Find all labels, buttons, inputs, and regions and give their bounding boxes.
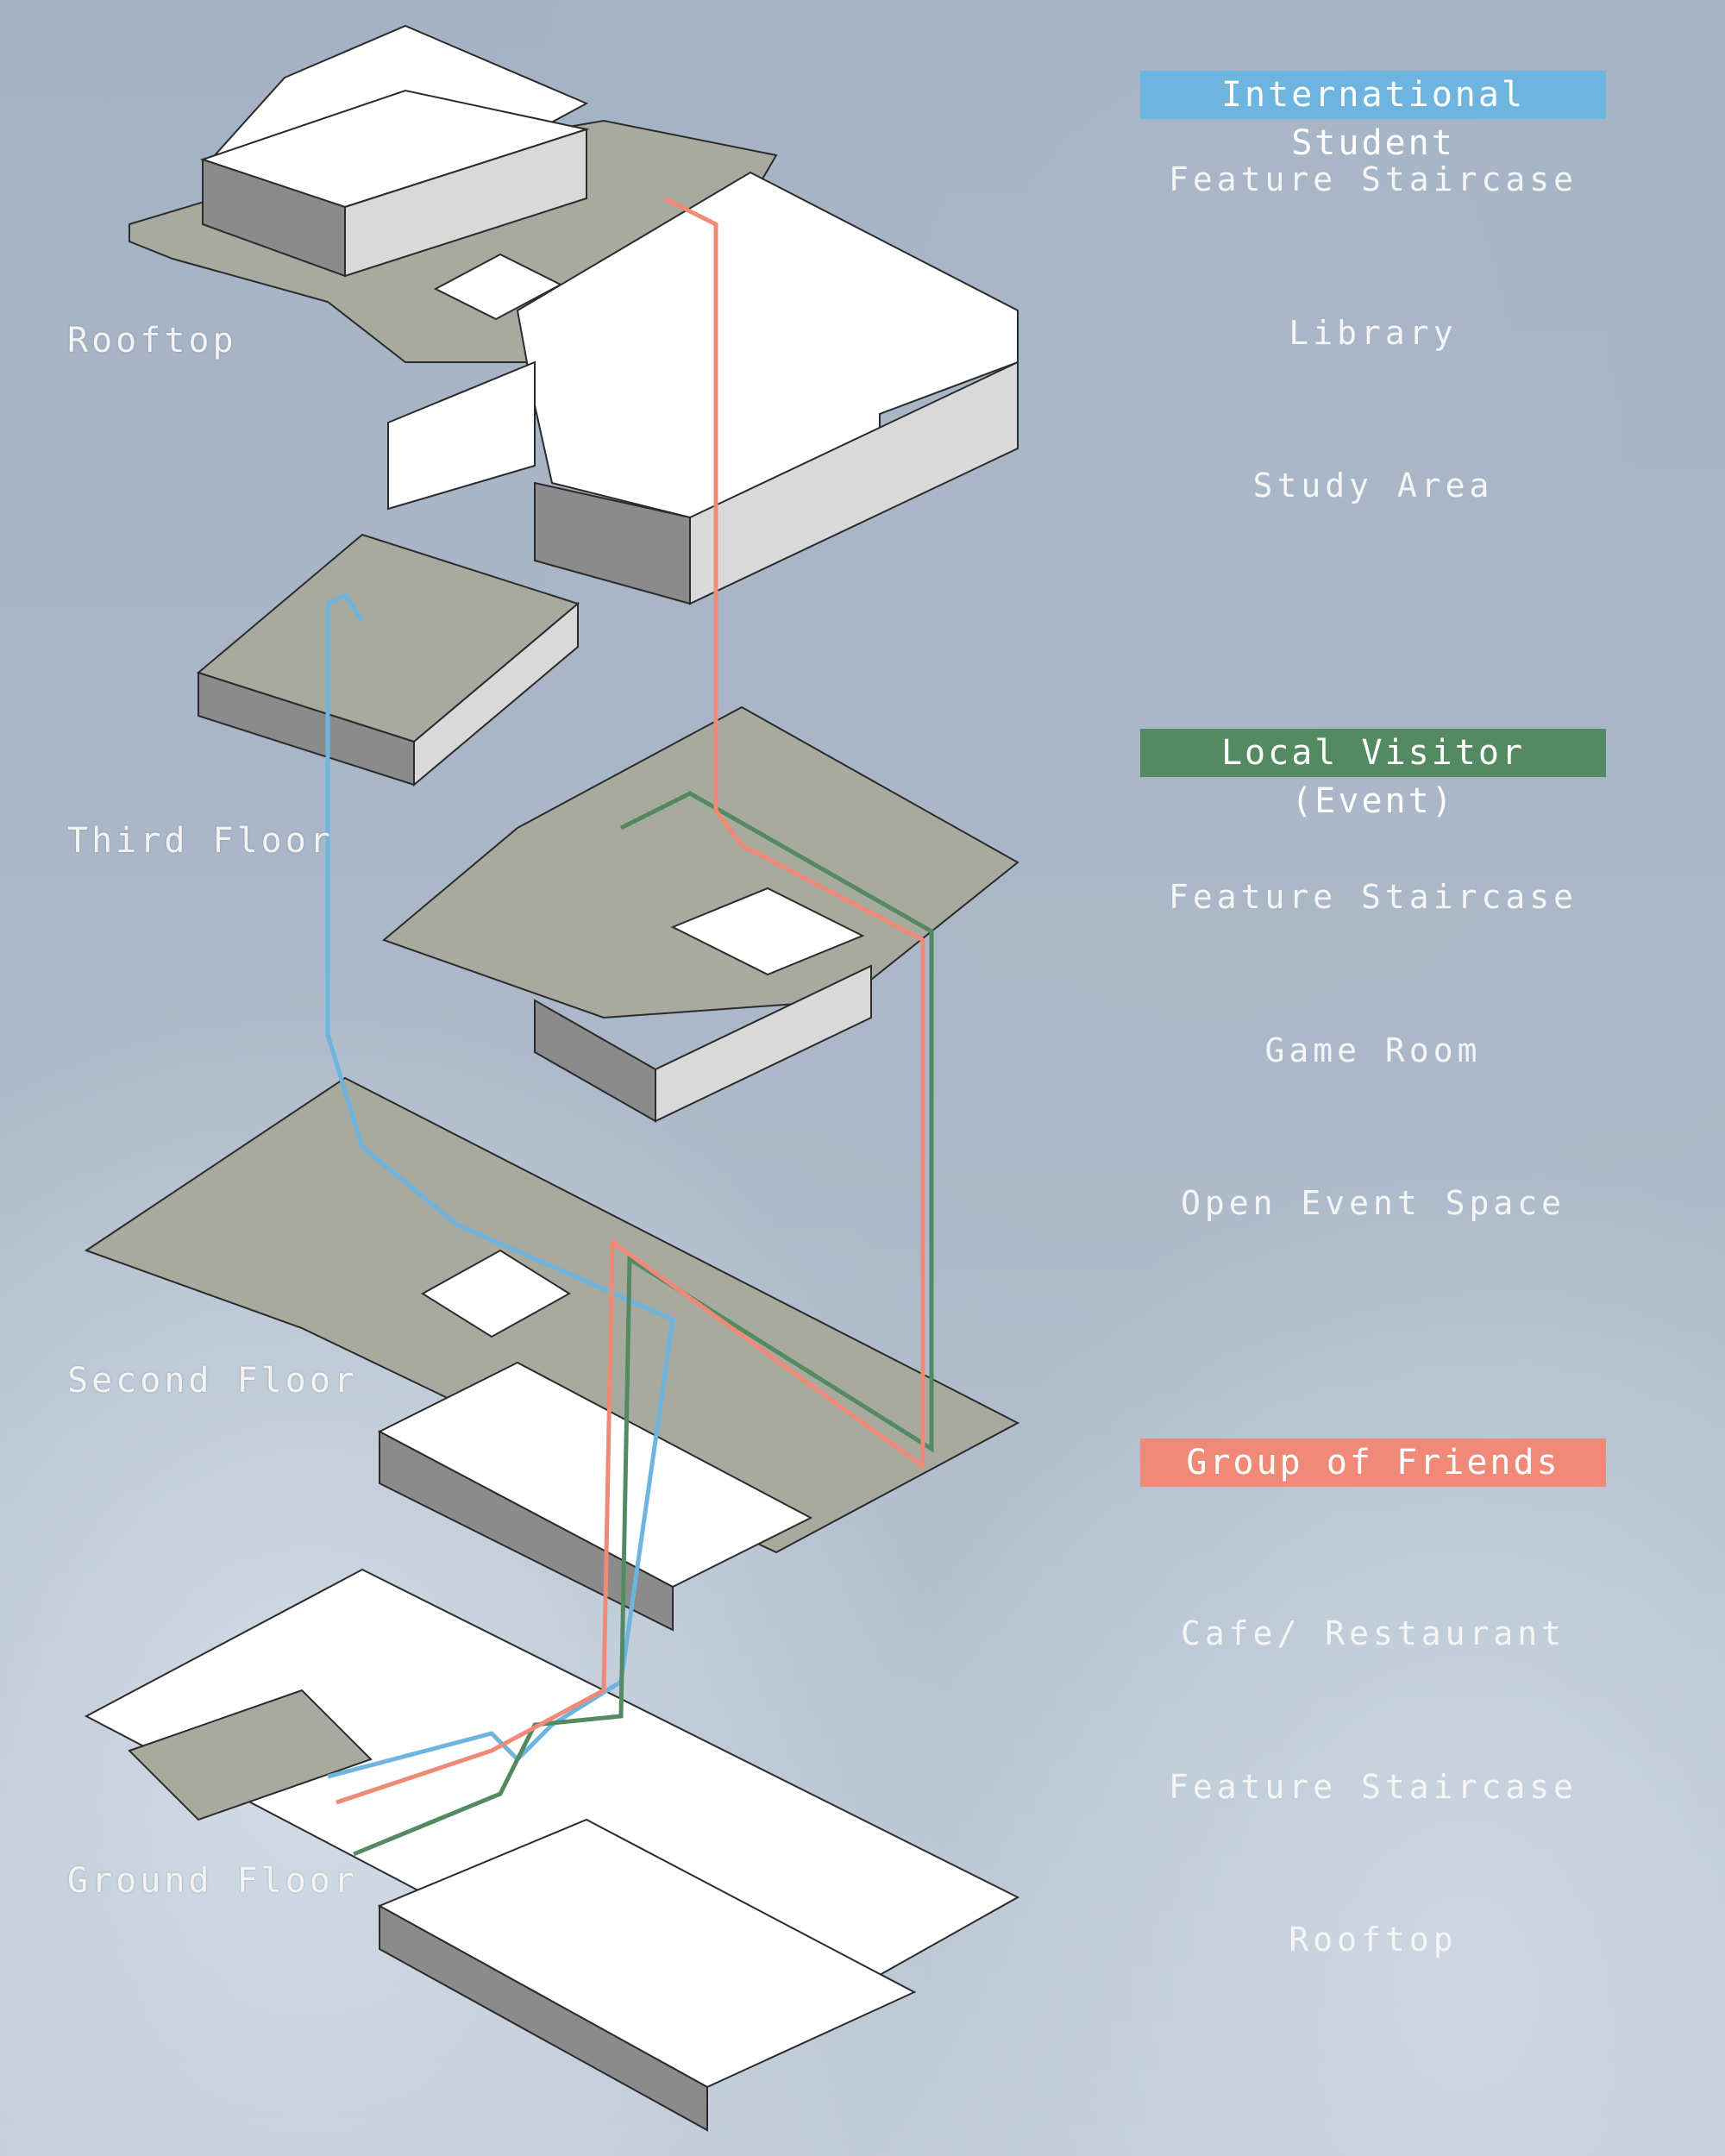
floor-label-ground-floor: Ground Floor — [67, 1861, 358, 1901]
third-floor-east-facade-right — [655, 964, 872, 1123]
rooftop-ramp — [387, 360, 536, 511]
ground-floor-level — [84, 1568, 1020, 2132]
route-stop: Study Area — [1252, 467, 1494, 505]
second-floor-level — [84, 1076, 1020, 1632]
floor-label-rooftop: Rooftop — [67, 321, 237, 360]
rooftop-small-block-facade-2 — [344, 128, 587, 278]
floor-label-second-floor: Second Floor — [67, 1361, 358, 1401]
second-floor-lower-facade — [379, 1430, 674, 1632]
ground-floor-terrace — [128, 1689, 373, 1821]
third-floor-west-level — [196, 533, 580, 787]
route-line-group-of-friends — [336, 196, 925, 1805]
route-stop: Feature Staircase — [1169, 878, 1578, 916]
floor-label-third-floor: Third Floor — [67, 821, 334, 861]
third-floor-west-facade-right — [413, 601, 579, 787]
route-stop: Rooftop — [1289, 1921, 1458, 1959]
ground-floor-facade — [379, 1904, 708, 2132]
route-header-international-student: International Student — [1140, 71, 1606, 163]
route-stop: Game Room — [1264, 1031, 1482, 1069]
route-stop: Open Event Space — [1180, 1184, 1566, 1222]
third-floor-east-facade-left — [534, 999, 656, 1123]
game-room-block — [670, 887, 865, 976]
third-floor-east-level — [382, 705, 1019, 1123]
second-floor-slab — [84, 1076, 1020, 1554]
route-line-international-student — [325, 592, 675, 1779]
rooftop-level — [129, 24, 1019, 605]
route-stop: Feature Staircase — [1169, 160, 1578, 198]
route-line-local-visitor — [353, 791, 934, 1857]
route-stop: Feature Staircase — [1169, 1768, 1578, 1806]
library-facade-right — [689, 360, 1019, 605]
route-header-group-of-friends: Group of Friends — [1140, 1438, 1606, 1487]
route-header-local-visitor: Local Visitor (Event) — [1140, 729, 1606, 821]
route-stop: Library — [1289, 314, 1458, 352]
third-floor-east-slab — [382, 705, 1019, 1019]
route-stop: Cafe/ Restaurant — [1180, 1614, 1566, 1652]
second-floor-void — [421, 1249, 571, 1338]
